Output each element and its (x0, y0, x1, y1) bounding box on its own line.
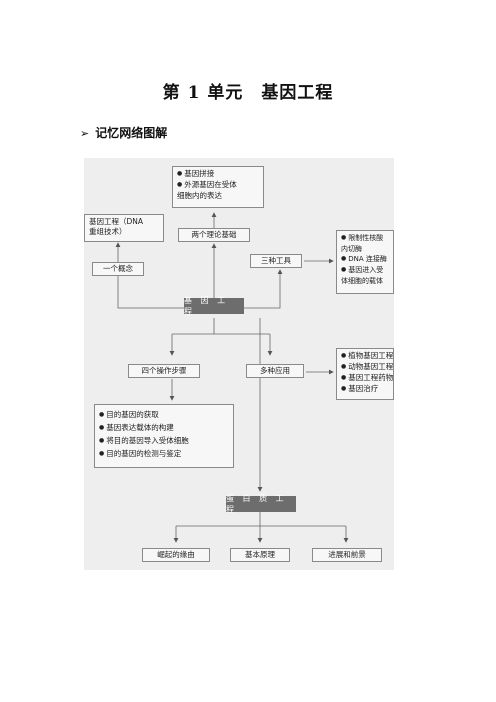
section-heading-text: 记忆网络图解 (95, 126, 168, 140)
apps-item: 动物基因工程 (341, 362, 393, 373)
theory-item: 细胞内的表达 (177, 191, 222, 200)
protein-child-label: 基本原理 (245, 550, 275, 559)
tools-item: 限制性核酸 (341, 233, 389, 244)
apps-item: 基因工程药物 (341, 373, 393, 384)
steps-label: 四个操作步骤 (141, 366, 187, 375)
steps-label-box: 四个操作步骤 (128, 364, 200, 378)
tools-label-box: 三种工具 (250, 254, 302, 268)
protein-child-box: 崛起的缘由 (142, 548, 210, 562)
center-node-label: 基 因 工 程 (184, 296, 229, 316)
concept-detail-box: 基因工程（DNA 重组技术） (84, 214, 164, 242)
protein-child-box: 基本原理 (230, 548, 290, 562)
steps-items-box: 目的基因的获取 基因表达载体的构建 将目的基因导入受体细胞 目的基因的检测与鉴定 (94, 404, 234, 468)
page-title: 第 1 单元 基因工程 (162, 83, 334, 103)
concept-label-box: 一个概念 (92, 262, 144, 276)
tools-items-box: 限制性核酸 内切酶 DNA 连接酶 基因进入受 体细胞的载体 (336, 230, 394, 294)
arrow-bullet-icon: ➢ (80, 127, 90, 140)
theory-label-box: 两个理论基础 (178, 228, 250, 242)
apps-items-box: 植物基因工程 动物基因工程 基因工程药物 基因治疗 (336, 348, 394, 400)
apps-label: 多种应用 (260, 366, 290, 375)
theory-item: 外源基因在受体 (177, 180, 259, 191)
tools-item: DNA 连接酶 (341, 254, 389, 265)
steps-item: 目的基因的检测与鉴定 (99, 448, 229, 461)
steps-item: 基因表达载体的构建 (99, 422, 229, 435)
bottom-node-protein-engineering: 蛋 白 质 工 程 (226, 494, 296, 514)
theory-label: 两个理论基础 (191, 230, 237, 239)
apps-label-box: 多种应用 (246, 364, 304, 378)
concept-detail-line: 重组技术） (89, 227, 127, 236)
apps-item: 基因治疗 (341, 384, 389, 395)
theory-items-box: 基因拼接 外源基因在受体 细胞内的表达 (172, 166, 264, 208)
bottom-node-label: 蛋 白 质 工 程 (226, 494, 287, 514)
steps-item: 目的基因的获取 (99, 409, 229, 422)
concept-detail-line: 基因工程（DNA (89, 217, 144, 226)
concept-map: 基因工程（DNA 重组技术） 一个概念 基因拼接 外源基因在受体 细胞内的表达 … (84, 158, 394, 570)
protein-child-label: 进展和前景 (328, 550, 366, 559)
protein-child-label: 崛起的缘由 (157, 550, 195, 559)
apps-item: 植物基因工程 (341, 351, 393, 362)
concept-label: 一个概念 (103, 264, 133, 273)
center-node-genetic-engineering: 基 因 工 程 (184, 296, 244, 316)
protein-child-box: 进展和前景 (312, 548, 382, 562)
tools-item: 基因进入受 (341, 265, 389, 276)
theory-item: 基因拼接 (177, 169, 259, 180)
steps-item: 将目的基因导入受体细胞 (99, 435, 229, 448)
tools-item: 内切酶 (341, 245, 362, 253)
tools-label: 三种工具 (261, 256, 291, 265)
section-heading: ➢ 记忆网络图解 (80, 124, 167, 141)
connector-lines (115, 212, 349, 543)
tools-item: 体细胞的载体 (341, 277, 383, 285)
